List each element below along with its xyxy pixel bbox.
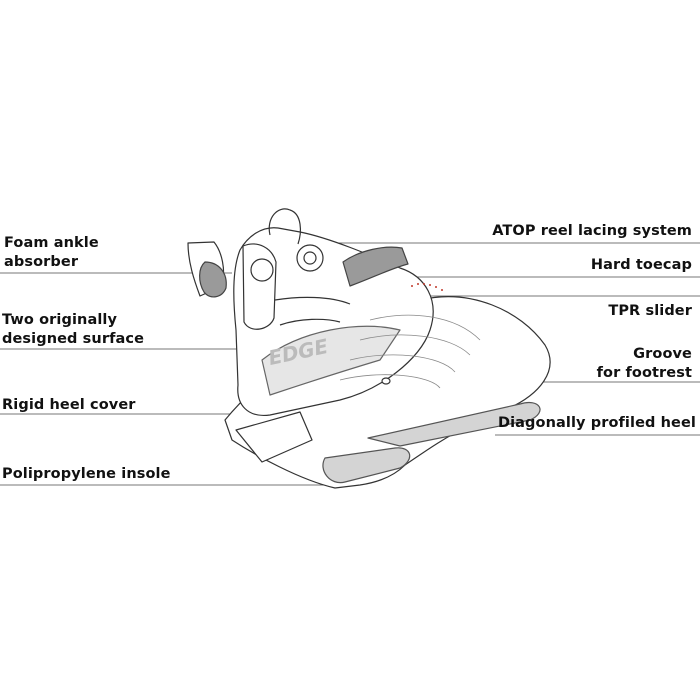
foam-ankle-shade (199, 261, 227, 298)
label-two-originally-line1: Two originally (2, 312, 118, 328)
diagonal-heel-shade (367, 402, 541, 447)
label-diagonally-profiled-heel: Diagonally profiled heel (497, 415, 696, 431)
label-foam-ankle-absorber: Foam ankle absorber (4, 234, 99, 272)
label-atop-reel-lacing-system: ATOP reel lacing system (492, 223, 692, 239)
insole-shade (322, 447, 411, 484)
label-tpr-slider: TPR slider (608, 303, 692, 319)
boot-drawing (187, 208, 551, 489)
label-two-originally-line2: designed surface (2, 331, 145, 347)
label-hard-toecap: Hard toecap (590, 257, 692, 273)
label-rigid-heel-cover: Rigid heel cover (2, 397, 136, 413)
strap-2 (279, 318, 341, 326)
reel-dial-2 (250, 258, 274, 282)
label-two-originally-designed-surface: Two originally designed surface (2, 311, 144, 349)
label-groove-for-footrest: Groove for footrest (597, 345, 692, 383)
strap-1 (274, 296, 351, 305)
leader-lines (0, 242, 700, 486)
label-foam-ankle-line1: Foam ankle (4, 235, 99, 251)
toecap-shade (342, 246, 409, 287)
side-panel (261, 325, 401, 396)
reel-dial-inner (303, 251, 317, 265)
tread-lines (339, 314, 481, 389)
label-polipropylene-insole: Polipropylene insole (2, 466, 171, 482)
label-groove-line1: Groove (633, 346, 692, 362)
footrest-groove (381, 377, 391, 385)
boot-cuff (242, 243, 277, 330)
tongue-loop (268, 208, 301, 245)
label-groove-line2: for footrest (596, 365, 692, 381)
stitch-accent (411, 283, 443, 291)
label-foam-ankle-line2: absorber (4, 254, 79, 270)
heel-block (235, 411, 313, 463)
